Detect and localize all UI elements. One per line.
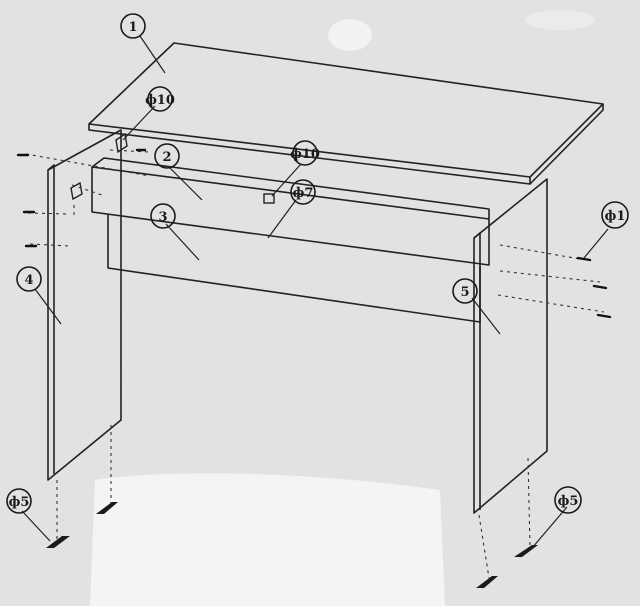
callout-part-1: 1 — [120, 13, 146, 39]
callout-dowel-7: ф7 — [290, 179, 316, 205]
callout-dowel-10-b: ф10 — [290, 140, 320, 166]
callout-foot-5-left: ф5 — [6, 488, 32, 514]
callout-label: ф5 — [9, 495, 30, 510]
callout-label: 1 — [128, 20, 137, 35]
callout-foot-5-right: ф5 — [554, 486, 582, 514]
callout-dowel-10-a: ф10 — [145, 86, 175, 112]
callout-part-4: 4 — [16, 266, 42, 292]
assembly-guides — [25, 149, 605, 579]
callout-part-3: 3 — [150, 203, 176, 229]
callout-label: ф7 — [293, 186, 314, 201]
dowel-marks — [70, 132, 275, 204]
paper-patch — [90, 473, 445, 606]
callout-label: 3 — [158, 210, 167, 225]
callout-label: 2 — [162, 150, 171, 165]
paper-patch — [525, 10, 595, 30]
callout-screw-1: ф1 — [601, 201, 629, 229]
callout-label: 5 — [460, 285, 469, 300]
callout-label: ф1 — [605, 209, 626, 224]
callout-label: ф10 — [290, 147, 320, 162]
part-1-tabletop — [88, 42, 604, 185]
part-5-right-leg — [473, 178, 548, 514]
paper-patch — [328, 19, 372, 51]
callout-label: ф10 — [145, 93, 175, 108]
screws — [16, 148, 612, 319]
callout-part-2: 2 — [154, 143, 180, 169]
callout-part-5: 5 — [452, 278, 478, 304]
callout-label: 4 — [24, 273, 33, 288]
leader-lines — [21, 35, 609, 549]
part-2-rail — [91, 157, 490, 266]
callout-label: ф5 — [558, 494, 579, 509]
part-4-left-leg — [47, 129, 122, 481]
